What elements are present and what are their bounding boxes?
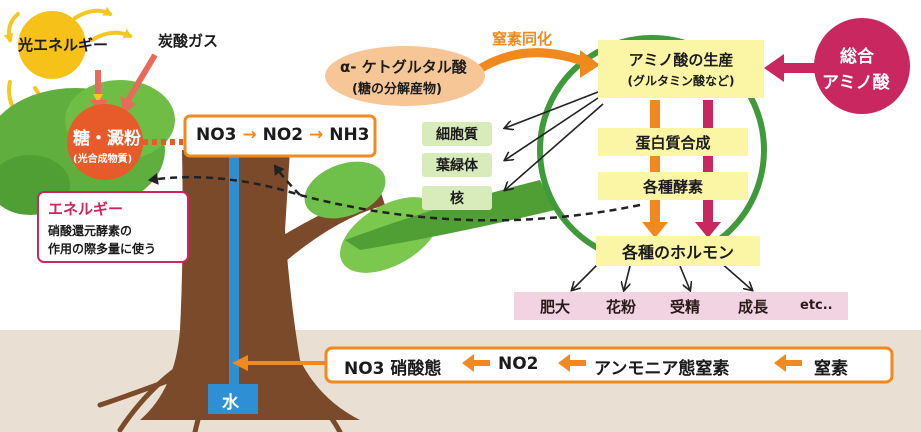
effect-growth: 成長 bbox=[738, 298, 769, 316]
enzymes-box: 各種酵素 bbox=[598, 172, 748, 200]
nitrate-chain: NO3 → NO2 → NH3 bbox=[196, 125, 370, 145]
arrow-icon: → bbox=[309, 125, 324, 145]
effect-enlargement: 肥大 bbox=[540, 298, 571, 316]
cell-part-cytoplasm: 細胞質 bbox=[422, 122, 492, 146]
water-box bbox=[208, 384, 258, 414]
synthetic-amino-line1: 総合 bbox=[840, 47, 874, 67]
assimilation-label: 窒素同化 bbox=[492, 30, 553, 48]
effect-fertilization: 受精 bbox=[670, 298, 701, 316]
nitrate-chain-box bbox=[183, 114, 377, 158]
energy-line1: 硝酸還元酵素の bbox=[48, 224, 133, 238]
effect-etc: etc.. bbox=[800, 298, 833, 313]
energy-return-arrow bbox=[148, 172, 641, 222]
effects-band bbox=[514, 292, 848, 320]
co2-label: 炭酸ガス bbox=[158, 32, 219, 50]
starch-sub: (光合成物質) bbox=[73, 154, 133, 165]
zoom-cone bbox=[345, 180, 555, 250]
energy-box bbox=[37, 191, 189, 263]
soil-ammonia-label: アンモニア態窒素 bbox=[594, 359, 730, 379]
starch-circle bbox=[67, 104, 143, 180]
water-channel bbox=[229, 150, 239, 400]
energy-line2: 作用の際多量に使う bbox=[48, 242, 157, 256]
nh3-label: NH3 bbox=[329, 125, 370, 145]
soil-nitrogen-label: 窒素 bbox=[814, 359, 848, 379]
amino-production-title: アミノ酸の生産 bbox=[628, 51, 734, 69]
hormones-box: 各種のホルモン bbox=[596, 236, 760, 266]
soil-no3-label: NO3 硝酸態 bbox=[344, 359, 442, 379]
synthetic-amino-circle bbox=[814, 18, 910, 114]
cell-part-nucleus: 核 bbox=[422, 186, 492, 210]
amino-production-sub: (グルタミン酸など) bbox=[627, 74, 735, 88]
soil-no2-label: NO2 bbox=[498, 354, 539, 374]
cell-part-chloroplast: 葉緑体 bbox=[422, 153, 492, 177]
starch-title: 糖・澱粉 bbox=[73, 129, 141, 149]
synthetic-amino-line2: アミノ酸 bbox=[822, 73, 890, 93]
sun-label: 光エネルギー bbox=[18, 36, 109, 54]
arrow-icon: → bbox=[242, 125, 257, 145]
protein-synthesis-box: 蛋白質合成 bbox=[598, 128, 748, 156]
tree-trunk bbox=[140, 150, 360, 420]
effect-pollen: 花粉 bbox=[606, 298, 637, 316]
sun bbox=[18, 11, 86, 79]
keto-line2: (糖の分解産物) bbox=[352, 82, 442, 97]
assimilation-arrow bbox=[475, 48, 587, 74]
leaf-1 bbox=[304, 161, 386, 219]
amino-production-box: アミノ酸の生産 (グルタミン酸など) bbox=[598, 40, 764, 98]
keto-ellipse bbox=[325, 46, 485, 106]
energy-title: エネルギー bbox=[48, 200, 124, 218]
water-label: 水 bbox=[222, 393, 239, 413]
co2-to-sugar-arrow bbox=[125, 53, 158, 102]
keto-line1: α- ケトグルタル酸 bbox=[340, 58, 467, 76]
no3-label: NO3 bbox=[196, 125, 237, 145]
no2-label: NO2 bbox=[262, 125, 304, 145]
